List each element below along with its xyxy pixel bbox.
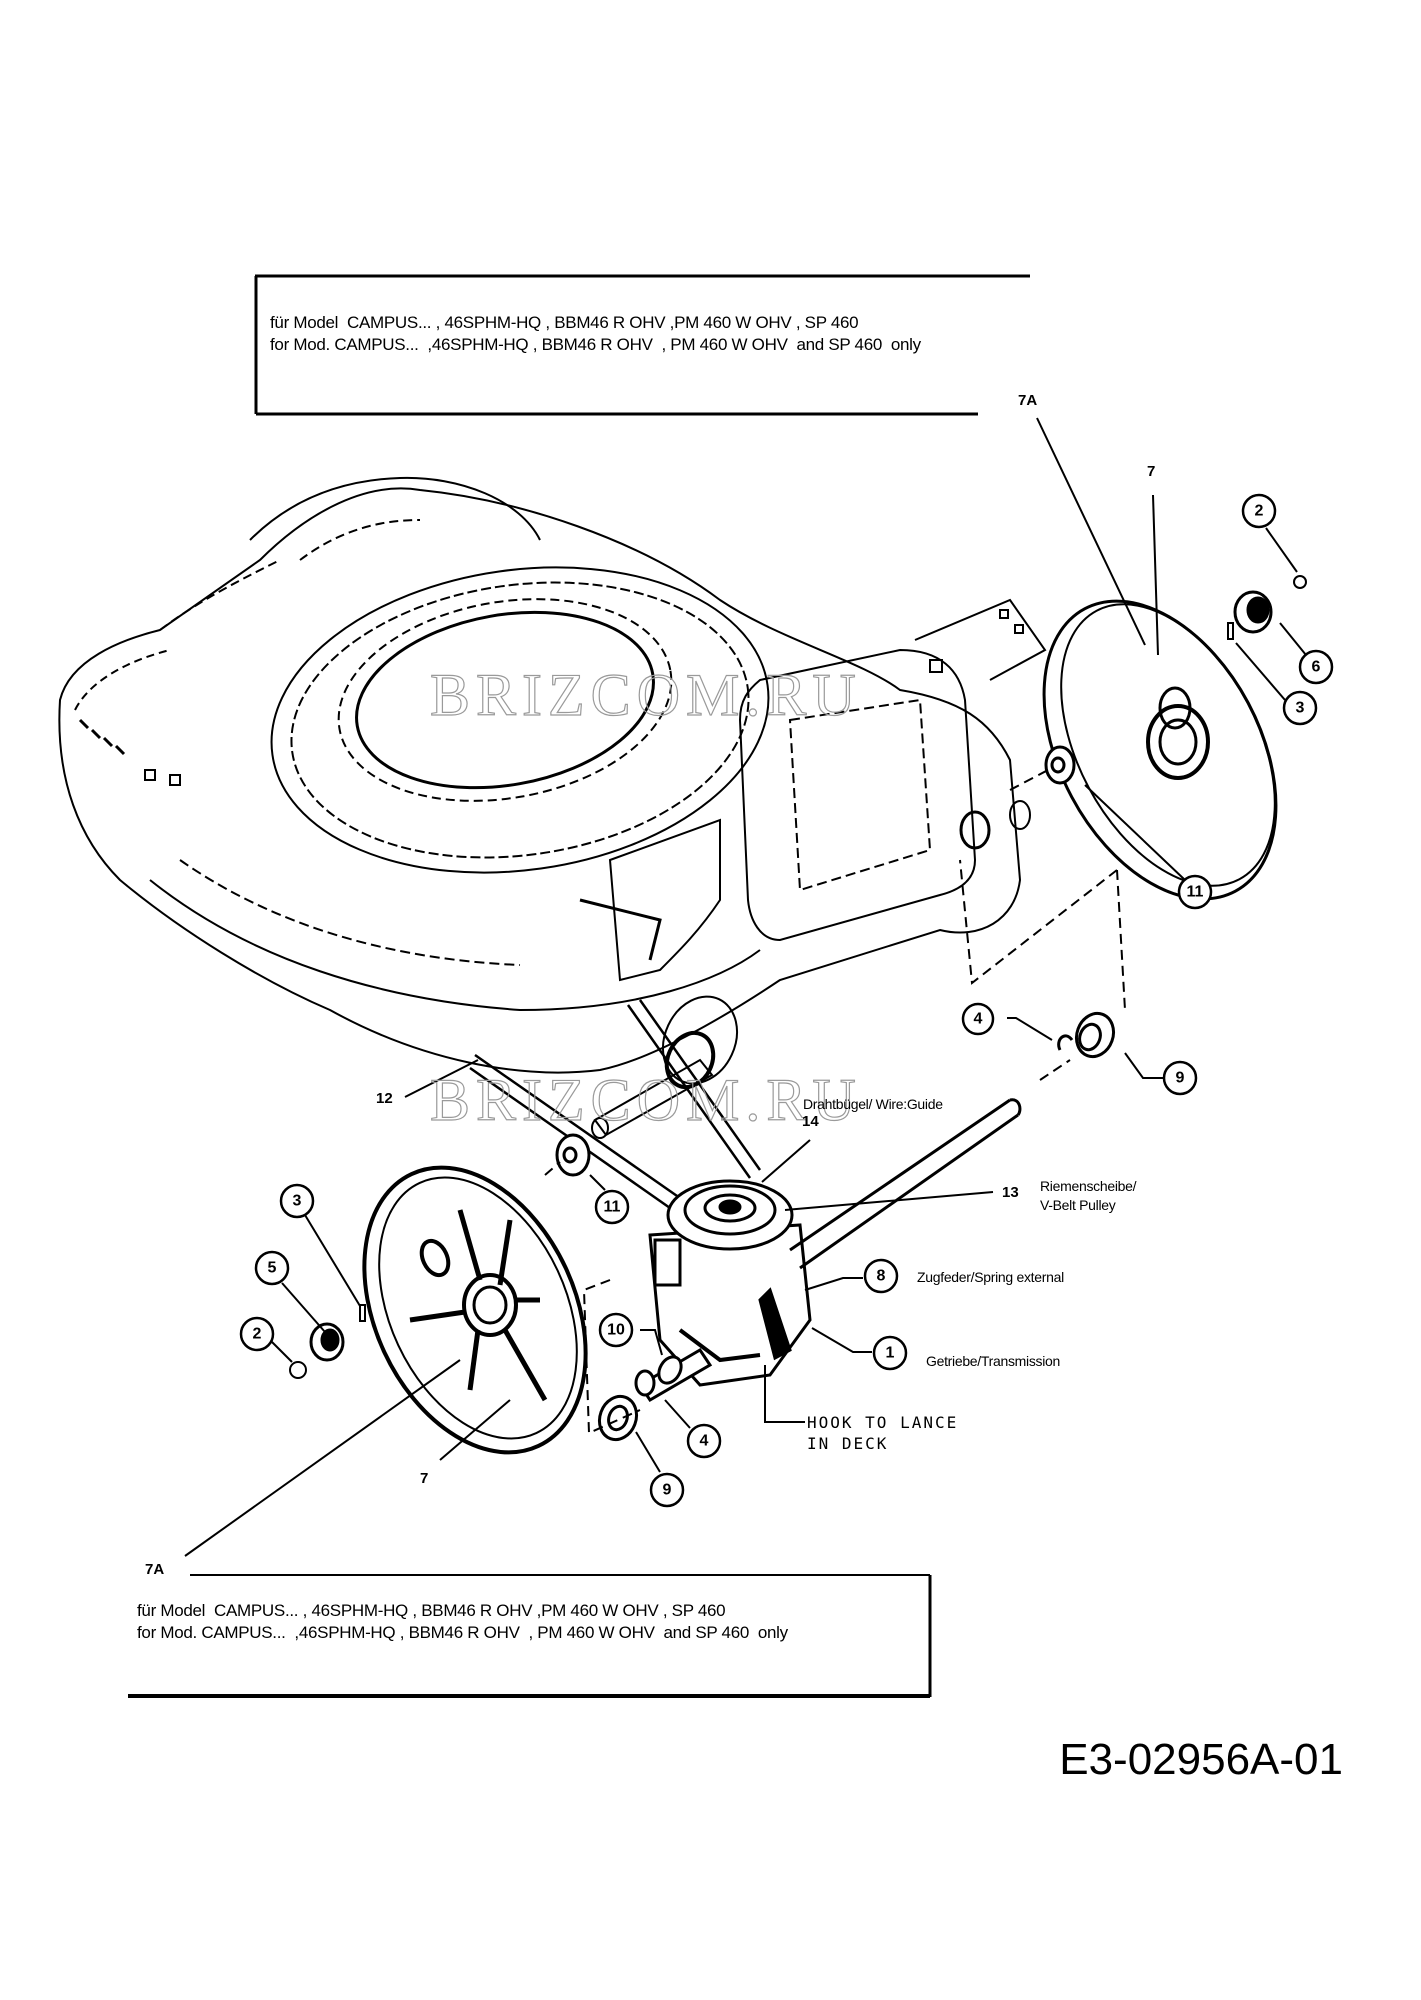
- svg-text:2: 2: [1255, 503, 1264, 520]
- bubble-8: 8: [863, 1258, 899, 1294]
- svg-text:4: 4: [974, 1011, 983, 1028]
- rear-wheel-left: [362, 1165, 588, 1455]
- bottom-model-note: für Model CAMPUS... , 46SPHM-HQ , BBM46 …: [137, 1600, 788, 1644]
- svg-text:9: 9: [1176, 1070, 1185, 1087]
- bubbles: 2 6 3 11 4 9 11 3 5 2 8 1 10 4 9: [239, 493, 1334, 1508]
- bubble-4-right: 4: [961, 1002, 995, 1036]
- bottom-note-frame: [128, 1574, 932, 1698]
- callout-hook-line1: HOOK TO LANCE: [807, 1413, 958, 1432]
- drawing-code: E3-02956A-01: [1059, 1735, 1343, 1784]
- svg-text:10: 10: [607, 1322, 625, 1339]
- svg-text:8: 8: [877, 1268, 886, 1285]
- bubble-6: 6: [1298, 649, 1334, 685]
- top-model-note: für Model CAMPUS... , 46SPHM-HQ , BBM46 …: [270, 312, 921, 356]
- axle-shaft: [591, 1058, 714, 1139]
- top-note-frame: [254, 274, 1030, 416]
- explode-lines-right: [959, 769, 1126, 1081]
- label-7-right: 7: [1147, 463, 1155, 480]
- bubble-2-right: 2: [1241, 493, 1277, 529]
- callout-spring: Zugfeder/Spring external: [917, 1269, 1064, 1285]
- bubble-10: 10: [598, 1312, 634, 1348]
- bottom-note-line-de: für Model CAMPUS... , 46SPHM-HQ , BBM46 …: [137, 1601, 726, 1620]
- bubble-4-left: 4: [686, 1423, 722, 1459]
- svg-text:9: 9: [663, 1482, 672, 1499]
- svg-text:11: 11: [1187, 884, 1204, 901]
- bushing-right: [1044, 745, 1076, 785]
- bubble-2-left: 2: [239, 1316, 275, 1352]
- label-7-left: 7: [420, 1470, 428, 1487]
- bubble-11-right: 11: [1177, 874, 1213, 910]
- label-7a-top: 7A: [1018, 392, 1037, 409]
- watermark-bottom: BRIZCOM.RU: [430, 1067, 862, 1133]
- svg-text:2: 2: [253, 1326, 262, 1343]
- leader-lines: [184, 417, 1307, 1557]
- callout-transmission: Getriebe/Transmission: [926, 1353, 1060, 1369]
- mower-deck: [58, 476, 1047, 1090]
- wheel-cap-left: [289, 1304, 366, 1379]
- svg-text:3: 3: [1296, 700, 1305, 717]
- bushing-left: [555, 1133, 591, 1177]
- svg-text:11: 11: [604, 1199, 621, 1216]
- bubble-9-left: 9: [649, 1472, 685, 1508]
- bottom-note-line-en: for Mod. CAMPUS... ,46SPHM-HQ , BBM46 R …: [137, 1623, 788, 1642]
- bubble-3-left: 3: [279, 1183, 315, 1219]
- top-note-line-de: für Model CAMPUS... , 46SPHM-HQ , BBM46 …: [270, 313, 859, 332]
- watermark-top: BRIZCOM.RU: [430, 662, 862, 728]
- callout-wire-guide: Drahtbügel/ Wire:Guide: [803, 1096, 943, 1112]
- bubble-3-right: 3: [1282, 690, 1318, 726]
- bubble-11-left: 11: [594, 1189, 630, 1225]
- wheel-cap-right: [1227, 575, 1307, 640]
- rear-wheel-right: [1042, 599, 1278, 901]
- transmission: [648, 1179, 812, 1387]
- bubble-5: 5: [254, 1250, 290, 1286]
- svg-text:3: 3: [293, 1193, 302, 1210]
- svg-text:6: 6: [1312, 659, 1321, 676]
- top-note-line-en: for Mod. CAMPUS... ,46SPHM-HQ , BBM46 R …: [270, 335, 921, 354]
- svg-text:4: 4: [700, 1433, 709, 1450]
- label-14: 14: [802, 1113, 819, 1130]
- label-12: 12: [376, 1090, 393, 1107]
- label-7a-bottom: 7A: [145, 1561, 164, 1578]
- callout-hook-line2: IN DECK: [807, 1434, 888, 1453]
- explode-lines-left: [544, 1161, 641, 1435]
- bubble-1: 1: [872, 1335, 908, 1371]
- label-13: 13: [1002, 1184, 1019, 1201]
- spacer-right: [1057, 1011, 1116, 1059]
- callout-pulley-line2: V-Belt Pulley: [1040, 1197, 1116, 1213]
- bubble-9-right: 9: [1162, 1060, 1198, 1096]
- support-rod: [789, 1098, 1022, 1270]
- output-shaft: [597, 1347, 713, 1442]
- svg-text:5: 5: [268, 1260, 277, 1277]
- callout-pulley-line1: Riemenscheibe/: [1040, 1178, 1137, 1194]
- svg-text:1: 1: [886, 1345, 895, 1362]
